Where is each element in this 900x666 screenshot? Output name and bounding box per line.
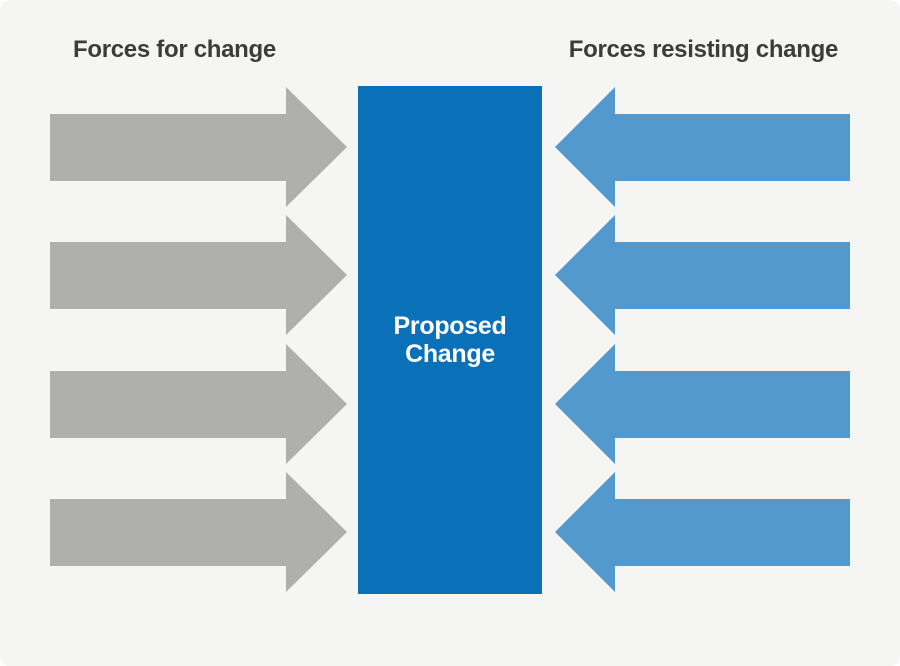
arrow-shaft [50, 498, 286, 566]
forces-resisting-change-heading: Forces resisting change [568, 36, 839, 63]
force-resisting-change-arrow [555, 215, 850, 336]
arrow-shaft [50, 242, 286, 310]
arrow-shaft [50, 370, 286, 438]
arrow-shaft [615, 242, 850, 310]
force-for-change-arrow [50, 343, 347, 465]
force-for-change-arrow [50, 471, 347, 593]
arrow-shaft [615, 370, 850, 438]
arrowhead-icon [286, 87, 347, 207]
force-for-change-arrow [50, 87, 347, 208]
arrowhead-icon [286, 343, 347, 464]
arrowhead-icon [555, 87, 615, 207]
forces-for-change-heading: Forces for change [73, 36, 276, 63]
force-resisting-change-arrow [555, 471, 850, 593]
force-resisting-change-arrow [555, 87, 850, 208]
arrowhead-icon [555, 215, 615, 336]
forces-resisting-change-arrows [555, 87, 850, 593]
proposed-change-label-line1: Proposed [393, 312, 507, 340]
forces-for-change-arrows [50, 87, 347, 593]
arrowhead-icon [286, 215, 347, 336]
arrowhead-icon [555, 343, 615, 464]
force-for-change-arrow [50, 215, 347, 336]
arrow-shaft [615, 114, 850, 181]
force-resisting-change-arrow [555, 343, 850, 465]
arrow-shaft [615, 498, 850, 566]
arrow-shaft [50, 114, 286, 181]
proposed-change-label-line2: Change [405, 340, 495, 368]
arrowhead-icon [286, 471, 347, 592]
proposed-change-box: Proposed Change [358, 86, 542, 594]
arrowhead-icon [555, 471, 615, 592]
